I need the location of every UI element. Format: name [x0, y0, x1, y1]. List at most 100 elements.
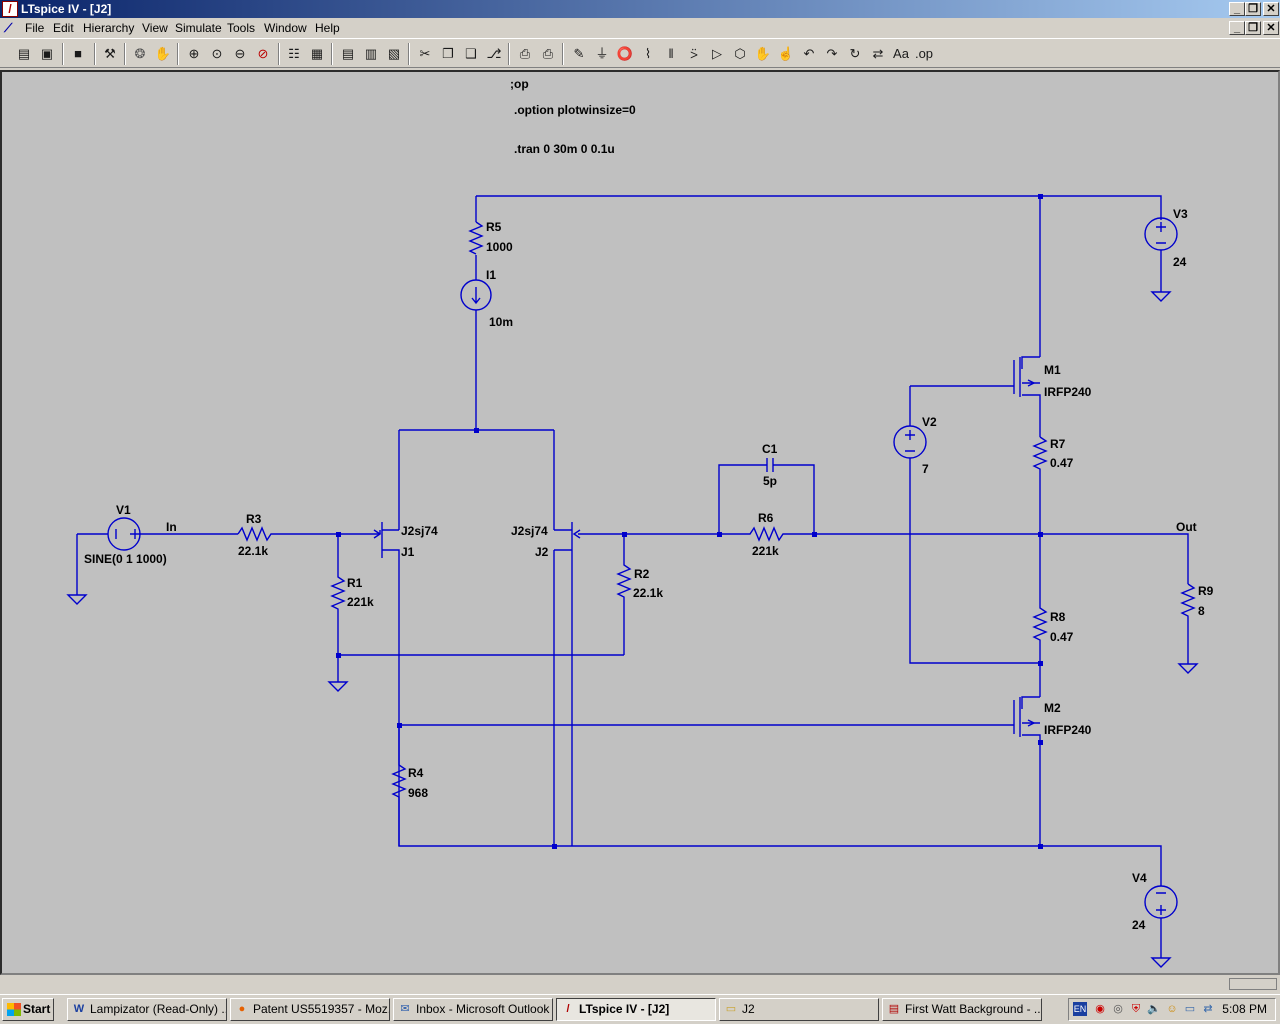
open-icon[interactable]: ▣	[40, 46, 54, 61]
c1-value[interactable]: 5p	[763, 474, 777, 488]
control-panel-icon[interactable]: ⚒	[104, 46, 116, 61]
messenger-icon[interactable]: ☺	[1166, 1003, 1178, 1015]
directive-option[interactable]: .option plotwinsize=0	[514, 103, 636, 117]
close-button[interactable]: ✕	[1263, 2, 1279, 16]
j1-name[interactable]: J1	[401, 545, 415, 559]
cascade-icon[interactable]: ▥	[364, 46, 378, 61]
zoom-pan-icon[interactable]: ⊙	[211, 46, 223, 61]
r6-value[interactable]: 221k	[752, 544, 779, 558]
r1-name[interactable]: R1	[347, 576, 363, 590]
menu-edit[interactable]: Edit	[53, 21, 74, 35]
v3-name[interactable]: V3	[1173, 207, 1188, 221]
inductor-icon[interactable]: ⍩	[690, 46, 698, 61]
title-bar[interactable]: / LTspice IV - [J2] _ ❒ ✕	[0, 0, 1280, 18]
r3-name[interactable]: R3	[246, 512, 262, 526]
r2-value[interactable]: 22.1k	[633, 586, 663, 600]
diode-icon[interactable]: ▷	[712, 46, 722, 61]
language-indicator[interactable]: EN	[1073, 1002, 1087, 1016]
r7-name[interactable]: R7	[1050, 437, 1066, 451]
r1-value[interactable]: 221k	[347, 595, 374, 609]
m2-value[interactable]: IRFP240	[1044, 723, 1092, 737]
menu-view[interactable]: View	[142, 21, 168, 35]
r4-value[interactable]: 968	[408, 786, 428, 800]
net-label-in[interactable]: In	[166, 520, 177, 534]
v2-value[interactable]: 7	[922, 462, 929, 476]
zoom-fit-icon[interactable]: ⊘	[257, 46, 269, 61]
mdi-minimize-button[interactable]: _	[1229, 21, 1245, 35]
zoom-out-icon[interactable]: ⊖	[234, 46, 246, 61]
task-outlook[interactable]: ✉ Inbox - Microsoft Outlook	[393, 998, 553, 1021]
horizontal-scrollbar[interactable]	[0, 975, 1280, 993]
security-shield-icon[interactable]: ⛨	[1131, 1003, 1141, 1015]
schematic-canvas[interactable]	[0, 70, 1280, 975]
task-lampizator[interactable]: W Lampizator (Read-Only) ...	[67, 998, 227, 1021]
mirror-icon[interactable]: ⇄	[872, 46, 884, 61]
j2-model[interactable]: J2sj74	[511, 524, 548, 538]
capacitor-icon[interactable]: ‖	[668, 46, 674, 61]
r2-name[interactable]: R2	[634, 567, 650, 581]
print-icon[interactable]: ⎙	[542, 46, 554, 61]
j1-model[interactable]: J2sj74	[401, 524, 438, 538]
m1-name[interactable]: M1	[1044, 363, 1061, 377]
copy-icon[interactable]: ❐	[442, 46, 454, 61]
r8-name[interactable]: R8	[1050, 610, 1066, 624]
antivirus-icon[interactable]: ◉	[1095, 1003, 1105, 1015]
j2-name[interactable]: J2	[535, 545, 549, 559]
volume-icon[interactable]: 🔈	[1147, 1003, 1161, 1015]
menu-help[interactable]: Help	[315, 21, 340, 35]
menu-hierarchy[interactable]: Hierarchy	[83, 21, 135, 35]
r7-value[interactable]: 0.47	[1050, 456, 1074, 470]
schematic-drawing[interactable]: ;op .option plotwinsize=0 .tran 0 30m 0 …	[2, 72, 1278, 974]
v3-value[interactable]: 24	[1173, 255, 1187, 269]
network-icon[interactable]: ◎	[1113, 1003, 1123, 1015]
directive-op[interactable]: ;op	[510, 77, 529, 91]
undo-icon[interactable]: ↶	[803, 46, 815, 61]
grid-icon[interactable]: ▦	[310, 46, 324, 61]
mdi-child-icon[interactable]: ⟋	[4, 21, 13, 35]
draw-wire-icon[interactable]: ✎	[573, 46, 585, 61]
text-icon[interactable]: Aa	[893, 46, 909, 61]
v4-value[interactable]: 24	[1132, 918, 1146, 932]
menu-tools[interactable]: Tools	[227, 21, 256, 35]
task-first-watt-pdf[interactable]: ▤ First Watt Background - ...	[882, 998, 1042, 1021]
task-ltspice[interactable]: / LTspice IV - [J2]	[556, 998, 716, 1021]
label-net-icon[interactable]: ⭕	[616, 46, 634, 61]
component-icon[interactable]: ⬡	[734, 46, 746, 61]
mdi-restore-button[interactable]: ❒	[1245, 21, 1261, 35]
r5-name[interactable]: R5	[486, 220, 502, 234]
r8-value[interactable]: 0.47	[1050, 630, 1074, 644]
v2-name[interactable]: V2	[922, 415, 937, 429]
run-icon[interactable]: ❂	[134, 46, 146, 61]
m1-value[interactable]: IRFP240	[1044, 385, 1092, 399]
new-schematic-icon[interactable]: ▤	[17, 46, 31, 61]
menu-window[interactable]: Window	[264, 21, 307, 35]
paste-icon[interactable]: ❑	[465, 46, 477, 61]
menu-simulate[interactable]: Simulate	[175, 21, 222, 35]
display-icon[interactable]: ▭	[1184, 1003, 1196, 1015]
ltspice-app-icon[interactable]: /	[2, 1, 18, 17]
mdi-close-button[interactable]: ✕	[1263, 21, 1279, 35]
r9-name[interactable]: R9	[1198, 584, 1214, 598]
i1-value[interactable]: 10m	[489, 315, 513, 329]
task-patent-firefox[interactable]: ● Patent US5519357 - Moz...	[230, 998, 390, 1021]
tile-vertical-icon[interactable]: ▧	[387, 46, 401, 61]
net-label-out[interactable]: Out	[1176, 520, 1197, 534]
clock[interactable]: 5:08 PM	[1222, 1002, 1267, 1016]
spice-directive-icon[interactable]: .op	[914, 46, 934, 61]
v1-value[interactable]: SINE(0 1 1000)	[84, 552, 167, 566]
r3-value[interactable]: 22.1k	[238, 544, 268, 558]
r6-name[interactable]: R6	[758, 511, 774, 525]
maximize-button[interactable]: ❒	[1245, 2, 1261, 16]
connection-icon[interactable]: ⇄	[1203, 1003, 1213, 1015]
redo-icon[interactable]: ↷	[826, 46, 838, 61]
print-setup-icon[interactable]: ⎙	[519, 46, 531, 61]
start-button[interactable]: Start	[2, 998, 54, 1021]
halt-icon[interactable]: ✋	[154, 46, 172, 61]
find-icon[interactable]: ⎇	[486, 46, 502, 61]
drag-icon[interactable]: ☝	[777, 46, 795, 61]
m2-name[interactable]: M2	[1044, 701, 1061, 715]
r5-value[interactable]: 1000	[486, 240, 513, 254]
v4-name[interactable]: V4	[1132, 871, 1147, 885]
zoom-in-icon[interactable]: ⊕	[188, 46, 200, 61]
tile-horizontal-icon[interactable]: ▤	[341, 46, 355, 61]
